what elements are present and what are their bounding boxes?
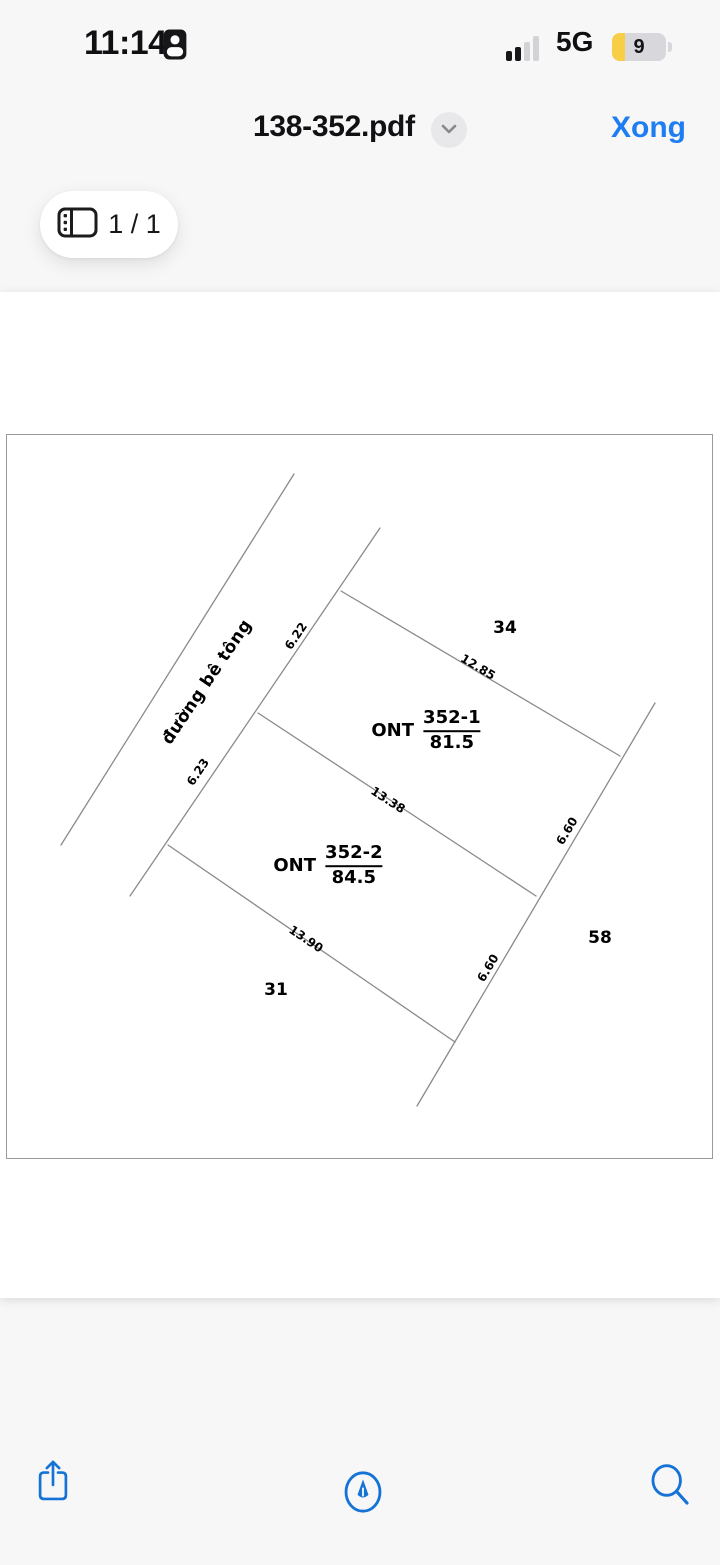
person-badge-icon	[163, 29, 187, 65]
parcel-1-land-type: ONT	[371, 720, 415, 742]
status-time: 11:14	[84, 24, 167, 62]
document-title: 138-352.pdf	[253, 110, 415, 143]
search-button[interactable]	[649, 1464, 691, 1513]
battery-fill	[612, 33, 625, 61]
search-icon	[649, 1464, 691, 1512]
battery-icon: 9	[612, 33, 666, 61]
parcel-2-land-type: ONT	[273, 855, 317, 877]
share-icon	[36, 1460, 70, 1508]
neighbor-parcel-right: 58	[588, 928, 612, 948]
fraction-bar	[325, 865, 383, 867]
neighbor-parcel-lower: 31	[264, 980, 288, 1000]
fraction-bar	[423, 730, 481, 732]
chevron-down-icon	[441, 121, 457, 139]
parcel-352-1-label: ONT 352-1 81.5	[371, 707, 481, 753]
parcel-1-area: 81.5	[429, 731, 475, 753]
parcel-2-area: 84.5	[331, 866, 377, 888]
title-menu-button[interactable]	[431, 112, 467, 148]
battery-percent: 9	[633, 35, 645, 58]
battery-nub	[668, 42, 672, 52]
cellular-signal-icon	[506, 36, 539, 61]
markup-icon	[343, 1471, 383, 1519]
neighbor-parcel-upper: 34	[493, 618, 517, 638]
page-thumbnails-icon	[57, 207, 98, 243]
done-button[interactable]: Xong	[611, 111, 686, 144]
page-indicator-button[interactable]: 1 / 1	[40, 191, 178, 258]
survey-plot-border	[6, 434, 713, 1159]
markup-button[interactable]	[343, 1469, 383, 1520]
parcel-2-number: 352-2	[325, 842, 383, 864]
parcel-352-2-label: ONT 352-2 84.5	[273, 842, 383, 888]
page-indicator-label: 1 / 1	[108, 209, 161, 239]
share-button[interactable]	[36, 1458, 70, 1509]
parcel-1-number: 352-1	[423, 707, 481, 729]
network-type-label: 5G	[556, 26, 594, 57]
